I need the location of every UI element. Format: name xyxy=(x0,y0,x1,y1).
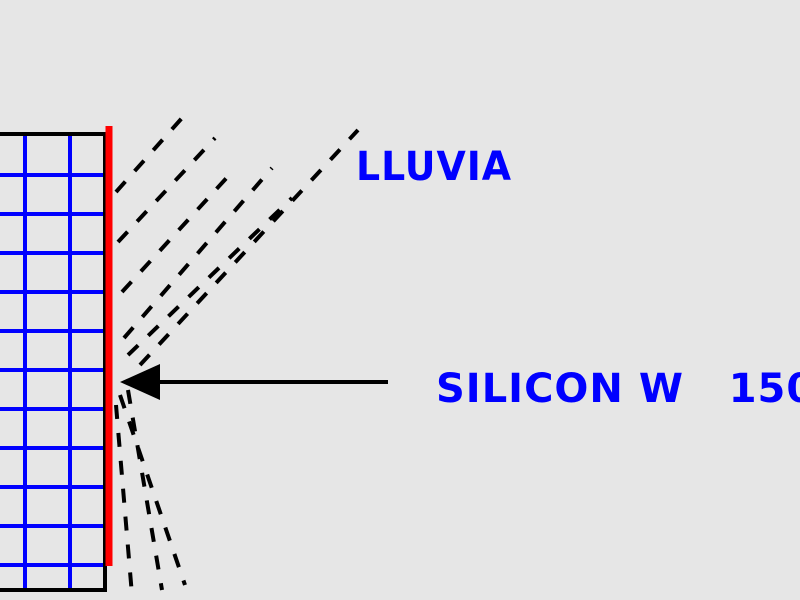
sealant-label: SILICON W 150 xyxy=(436,366,800,412)
grid-lines xyxy=(0,136,103,588)
grid-frame xyxy=(0,132,107,592)
rain-streak xyxy=(118,394,187,586)
rain-dashes xyxy=(114,116,360,596)
rain-streak xyxy=(114,404,134,596)
arrow-head xyxy=(120,364,160,400)
rain-streak xyxy=(126,389,164,591)
rain-streak xyxy=(138,128,360,367)
rain-streak xyxy=(126,196,294,357)
pointer-arrow xyxy=(120,364,388,400)
rain-streak xyxy=(114,116,184,194)
rain-streak xyxy=(116,136,217,244)
block-wall-grid xyxy=(0,132,107,592)
rain-label: LLUVIA xyxy=(356,144,512,190)
rain-streak xyxy=(122,166,274,340)
